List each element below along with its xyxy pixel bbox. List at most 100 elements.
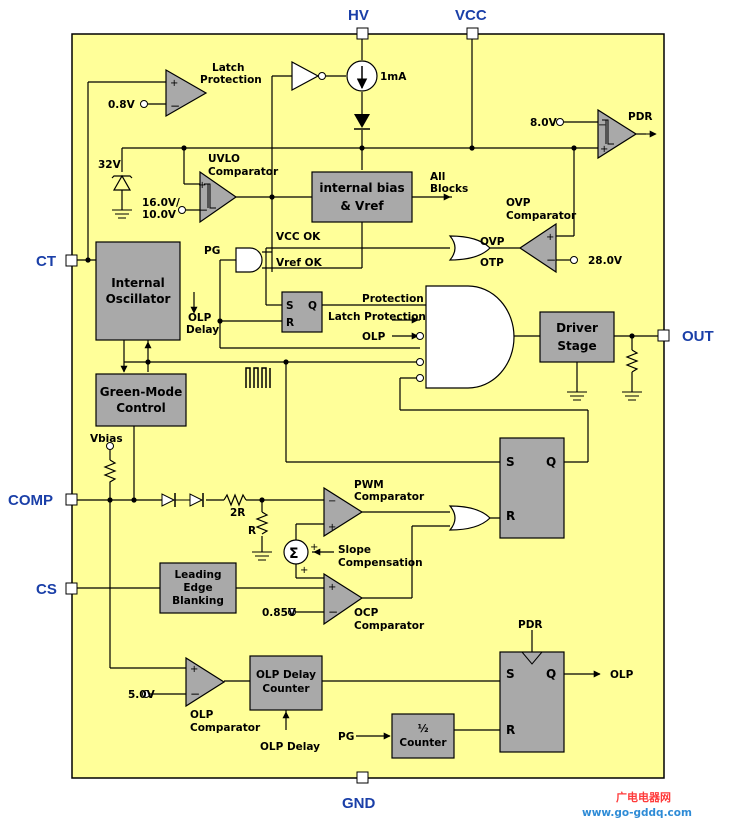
or-gate-ovp xyxy=(448,235,491,261)
svg-text:+: + xyxy=(328,522,336,533)
ovp-label: OVP xyxy=(480,236,505,248)
v8-label: 8.0V xyxy=(530,117,558,129)
v28-label: 28.0V xyxy=(588,255,623,267)
vref-ok-label: Vref OK xyxy=(276,257,323,269)
slope-label-1: Slope xyxy=(338,544,371,556)
pdr-top-label: PDR xyxy=(628,111,653,123)
ovp-comp-label-2: Comparator xyxy=(506,210,577,222)
sr-small-r: R xyxy=(286,317,294,329)
olp-out-label: OLP xyxy=(610,669,634,681)
junction-dots xyxy=(85,145,635,503)
sr-small-q: Q xyxy=(308,300,317,312)
summing-node: Σ + + xyxy=(283,539,318,576)
watermark-line1: 广电电器网 xyxy=(616,790,671,804)
svg-text:+: + xyxy=(328,582,336,593)
pwm-comp-label-2: Comparator xyxy=(354,491,425,503)
olp-delay-counter-line2: Counter xyxy=(262,683,310,695)
pg-bottom-label: PG xyxy=(338,731,354,743)
leading-edge-blanking-block xyxy=(159,562,237,614)
latch-protection-input-label: Latch Protection xyxy=(328,311,426,323)
gnd-pin-label: GND xyxy=(342,795,376,812)
olp-delay-bottom-label: OLP Delay xyxy=(260,741,320,753)
internal-bias-line1: internal bias xyxy=(319,181,404,195)
half-counter-line1: ½ xyxy=(418,723,429,735)
ct-pin-label: CT xyxy=(36,253,56,270)
sr-olp-s: S xyxy=(506,667,515,681)
ocp-comparator xyxy=(323,572,364,626)
sr-small-s: S xyxy=(286,300,294,312)
half-counter-block xyxy=(391,713,455,759)
leb-line3: Blanking xyxy=(172,595,224,607)
driver-stage-line2: Stage xyxy=(557,339,596,353)
internal-oscillator-block xyxy=(95,241,181,341)
comp-diodes xyxy=(161,493,204,507)
latch-protection-label-2: Protection xyxy=(200,74,262,86)
ovp-comp-label-1: OVP xyxy=(506,197,531,209)
svg-text:−: − xyxy=(598,120,606,131)
v08-label: 0.8V xyxy=(108,99,136,111)
svg-text:−: − xyxy=(170,99,180,113)
svg-text:−: − xyxy=(198,203,208,217)
ground-symbols xyxy=(252,391,642,561)
or-gate-pwm xyxy=(448,505,491,531)
svg-text:+: + xyxy=(310,542,318,553)
cs-pin xyxy=(65,582,78,595)
leb-line1: Leading xyxy=(174,569,221,581)
vcc-pin xyxy=(466,27,479,40)
svg-text:−: − xyxy=(328,605,338,619)
gnd-pin xyxy=(356,771,369,784)
sr-pwm-s: S xyxy=(506,455,515,469)
sigma-label: Σ xyxy=(289,546,299,562)
svg-text:−: − xyxy=(190,687,200,701)
v16-label-1: 16.0V/ xyxy=(142,197,180,209)
sr-latch-protection xyxy=(281,291,323,333)
comp-pin xyxy=(65,493,78,506)
hv-pin-label: HV xyxy=(348,7,369,24)
v085-label: 0.85V xyxy=(262,607,297,619)
sr-latch-pwm xyxy=(499,437,565,539)
pins: HV VCC CT COMP CS OUT GND xyxy=(8,7,714,812)
v32-label: 32V xyxy=(98,159,122,171)
hv-pin xyxy=(356,27,369,40)
vcc-pin-label: VCC xyxy=(455,7,487,24)
driver-stage-block xyxy=(539,311,615,363)
hv-diode xyxy=(354,114,370,128)
vbias-label: Vbias xyxy=(90,433,123,445)
olp-comp-label-2: Comparator xyxy=(190,722,261,734)
half-counter-line2: Counter xyxy=(399,737,447,749)
pwm-comp-label-1: PWM xyxy=(354,479,384,491)
slope-label-2: Compensation xyxy=(338,557,423,569)
olp-delay-top-label-2: Delay xyxy=(186,324,219,336)
svg-text:+: + xyxy=(170,78,178,89)
clock-pulses-icon xyxy=(245,367,271,388)
v10-label-2: 10.0V xyxy=(142,209,177,221)
olp-comp-label-1: OLP xyxy=(190,709,214,721)
r2-label: 2R xyxy=(230,507,245,519)
otp-label: OTP xyxy=(480,257,504,269)
all-blocks-label-1: All xyxy=(430,171,445,183)
ct-pin xyxy=(65,254,78,267)
annotations: Latch Protection 0.8V 1mA 32V UVLO Compa… xyxy=(90,62,653,753)
comp-pin-label: COMP xyxy=(8,492,53,509)
svg-text:−: − xyxy=(546,253,556,267)
uvlo-label-2: Comparator xyxy=(208,166,279,178)
olp-comparator xyxy=(185,656,226,708)
comparators: +− −+ +− +− −+ +− +− xyxy=(165,60,638,708)
ovp-comparator xyxy=(518,222,557,274)
latch-protection-label-1: Latch xyxy=(212,62,245,74)
watermark-line2: www.go-gddq.com xyxy=(582,807,692,819)
zener-diode xyxy=(111,174,133,219)
svg-text:+: + xyxy=(300,565,308,576)
vcc-ok-label: VCC OK xyxy=(276,231,321,243)
sr-pwm-r: R xyxy=(506,509,515,523)
svg-text:+: + xyxy=(190,664,198,675)
green-mode-line1: Green-Mode xyxy=(100,385,182,399)
green-mode-block xyxy=(95,373,187,427)
olp-delay-counter-block xyxy=(249,655,323,711)
svg-text:+: + xyxy=(600,144,608,155)
green-mode-line2: Control xyxy=(116,401,166,415)
v50-label: 5.0V xyxy=(128,689,156,701)
sr-pwm-q: Q xyxy=(546,455,556,469)
out-pin-label: OUT xyxy=(682,328,714,345)
pwm-comparator xyxy=(323,486,364,538)
